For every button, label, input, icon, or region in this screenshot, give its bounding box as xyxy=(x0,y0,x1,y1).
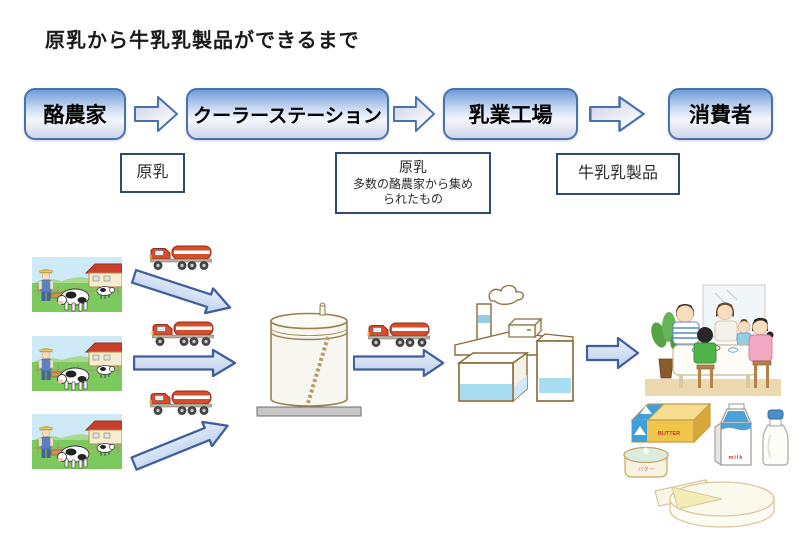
milk-carton-label: milk xyxy=(728,455,743,461)
farm3-to-tank-arrow-icon xyxy=(128,412,235,477)
factory-to-family-arrow-icon xyxy=(585,336,640,370)
farm2-to-tank-arrow-icon xyxy=(132,348,237,378)
milk-tanker-truck-icon-2 xyxy=(151,319,215,347)
annotation-dairy-products-text: 牛乳乳製品 xyxy=(577,165,658,182)
cheese-wheel xyxy=(654,479,775,528)
flow-arrow-1-icon xyxy=(134,96,178,132)
flow-arrow-2-icon xyxy=(393,96,435,132)
stage-consumer: 消費者 xyxy=(668,88,773,140)
stage-dairy-farmer-label: 酪農家 xyxy=(43,104,107,127)
annotation-raw-milk: 原乳 xyxy=(120,153,185,193)
stage-dairy-factory: 乳業工場 xyxy=(443,88,578,140)
annotation-collected-raw-milk: 原乳 多数の酪農家から集め られたもの xyxy=(335,152,491,214)
milk-tanker-truck-icon-4 xyxy=(367,320,431,348)
butter-box: BUTTER xyxy=(630,402,712,444)
dairy-factory-illustration xyxy=(447,281,581,408)
stage-dairy-farmer: 酪農家 xyxy=(24,88,126,140)
butter-tub-label: バター xyxy=(638,465,655,473)
farm1-to-tank-arrow-icon xyxy=(129,263,237,322)
annotation-raw-milk-text: 原乳 xyxy=(136,164,169,181)
farm-illustration-1 xyxy=(32,257,122,312)
stage-cooler-station-label: クーラーステーション xyxy=(193,105,382,127)
page-title: 原乳から牛乳乳製品ができるまで xyxy=(45,30,360,52)
stage-consumer-label: 消費者 xyxy=(689,104,752,127)
farm-illustration-2 xyxy=(32,336,122,391)
family-meal-illustration xyxy=(645,283,781,396)
annotation-dairy-products: 牛乳乳製品 xyxy=(556,153,680,195)
annotation-collected-line3: られたもの xyxy=(382,191,443,206)
farm-illustration-3 xyxy=(32,414,122,469)
butter-tub: バター xyxy=(623,446,669,478)
butter-box-label: BUTTER xyxy=(658,431,680,437)
cooler-station-tank-illustration xyxy=(256,299,362,420)
dairy-products-illustration: BUTTER milk バター xyxy=(617,393,797,535)
milk-tanker-truck-icon-1 xyxy=(149,243,213,271)
stage-cooler-station: クーラーステーション xyxy=(186,88,389,140)
milk-tanker-truck-icon-3 xyxy=(149,388,213,416)
tank-to-factory-arrow-icon xyxy=(352,348,445,378)
milk-bottle xyxy=(762,409,789,466)
milk-carton: milk xyxy=(714,403,752,467)
stage-dairy-factory-label: 乳業工場 xyxy=(468,104,553,127)
flow-arrow-3-icon xyxy=(589,96,645,132)
annotation-collected-line1: 原乳 xyxy=(399,159,427,176)
annotation-collected-line2: 多数の酪農家から集め xyxy=(352,176,473,191)
